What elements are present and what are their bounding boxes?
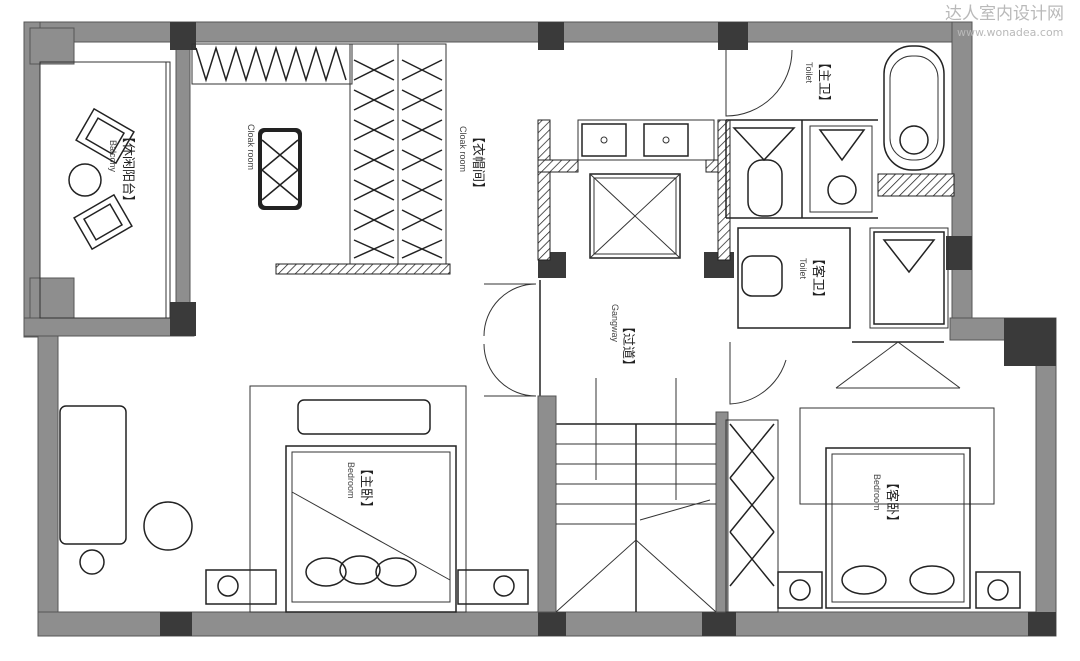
lounge-chair-top — [75, 107, 135, 165]
watermark-url: www.wonadea.com — [957, 26, 1063, 39]
watermark: 达人室内设计网 www.wonadea.com — [945, 4, 1064, 39]
gangway-label-en: Gangway — [610, 304, 620, 343]
master-bedroom-label-cn: 【主卧】 — [358, 462, 373, 514]
gangway-area: 【过道】 Gangway — [483, 280, 729, 613]
cloakroom-label-en: Cloak room — [458, 126, 468, 172]
master-bedroom-area: 【主卧】 Bedroom — [59, 385, 529, 613]
guest-bedroom-label-en: Bedroom — [872, 474, 882, 511]
cloakroom-label-cn: 【衣帽间】 — [470, 130, 486, 195]
master-bedroom-label-en: Bedroom — [346, 462, 356, 499]
master-toilet-label-en: Toilet — [804, 62, 814, 84]
balcony-label-cn: 【休闲阳台】 — [120, 130, 135, 208]
core-area — [537, 119, 731, 261]
balcony-label-en: Balcony — [108, 140, 118, 173]
gangway-label-cn: 【过道】 — [620, 320, 635, 372]
guest-bedroom-label-cn: 【客卧】 — [884, 476, 900, 528]
pillows — [305, 555, 417, 587]
guest-toilet-area: 【客卫】 Toilet — [737, 227, 949, 329]
cloakroom-area: Cloak room 【衣帽间】 Cloak room — [191, 43, 486, 275]
master-toilet-area: 【主卫】 Toilet — [725, 45, 955, 219]
master-toilet-label-cn: 【主卫】 — [816, 56, 831, 108]
ottoman — [258, 128, 302, 210]
watermark-title: 达人室内设计网 — [945, 4, 1064, 24]
guest-bedroom-area: 【客卧】 Bedroom — [725, 341, 1021, 613]
guest-toilet-label-cn: 【客卫】 — [810, 252, 826, 304]
lounge-chair-bottom — [73, 193, 133, 251]
structural-columns — [160, 22, 1056, 636]
cloakroom-small-label: Cloak room — [246, 124, 256, 170]
guest-toilet-label-en: Toilet — [798, 258, 808, 280]
balcony-area: 【休闲阳台】 Balcony — [29, 27, 171, 319]
